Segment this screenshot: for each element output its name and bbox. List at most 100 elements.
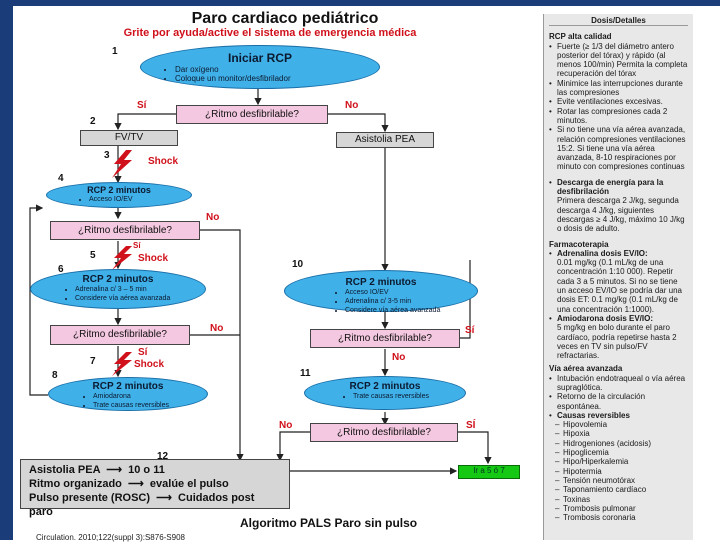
step-1-ellipse: Iniciar RCP Dar oxígeno Coloque un monit… bbox=[140, 45, 380, 89]
top-accent-bar bbox=[13, 0, 720, 6]
step-10-ellipse: RCP 2 minutos Acceso IO/EV Adrenalina c/… bbox=[284, 270, 478, 315]
q1-yes-label: Sí bbox=[137, 100, 147, 111]
cause-item: Hipotermia bbox=[555, 467, 688, 477]
step-number-11: 11 bbox=[300, 368, 311, 379]
asystole-pea-box: Asistolia PEA bbox=[336, 132, 434, 148]
airway-item: Intubación endotraqueal o vía aérea supr… bbox=[549, 374, 688, 393]
step-number-3: 3 bbox=[104, 150, 110, 161]
q3-yes-label: Sí bbox=[138, 347, 148, 358]
shock-label-3: Shock bbox=[134, 359, 165, 370]
cause-item: Trombosis pulmonar bbox=[555, 504, 688, 514]
rcp-item: Evite ventilaciones excesivas. bbox=[549, 97, 688, 107]
amiodarone-text: 5 mg/kg en bolo durante el paro cardíaco… bbox=[557, 323, 677, 361]
adrenaline-text: 0.01 mg/kg (0.1 mL/kg de una concentraci… bbox=[557, 258, 682, 314]
page-subtitle: Grite por ayuda/active el sistema de eme… bbox=[123, 27, 417, 39]
q10-decision-box: ¿Ritmo desfibrilable? bbox=[310, 329, 460, 348]
step-4-heading: RCP 2 minutos bbox=[87, 185, 151, 195]
step-number-6: 6 bbox=[58, 264, 64, 275]
citation: Circulation. 2010;122(suppl 3):S876-S908 bbox=[36, 533, 185, 542]
step-1-heading: Iniciar RCP bbox=[227, 51, 293, 65]
step-6-item: Adrenalina c/ 3 – 5 min bbox=[75, 285, 205, 294]
rcp-item: Rotar las compresiones cada 2 minutos. bbox=[549, 107, 688, 126]
q1-no-label: No bbox=[345, 100, 359, 111]
rcp-item: Fuerte (≥ 1/3 del diámetro antero poster… bbox=[549, 42, 688, 79]
panel-header: Dosis/Detalles bbox=[549, 16, 688, 27]
airway-section-title: Vía aérea avanzada bbox=[549, 364, 623, 374]
step-10-item: Considere vía aérea avanzada bbox=[345, 306, 477, 315]
q11-yes-label: SÍ bbox=[466, 420, 476, 431]
algorithm-footer-title: Algoritmo PALS Paro sin pulso bbox=[240, 516, 418, 530]
step-1-item: Coloque un monitor/desfibrilador bbox=[175, 74, 379, 83]
outcome-3-target: Cuidados post paro bbox=[29, 492, 255, 518]
step-8-item: Amiodarona bbox=[93, 392, 207, 401]
rcp-item: Minimice las interrupciones durante las … bbox=[549, 79, 688, 98]
step-number-12: 12 bbox=[157, 451, 169, 462]
vf-vt-box: FV/TV bbox=[80, 130, 178, 146]
step-6-heading: RCP 2 minutos bbox=[82, 274, 154, 285]
outcome-2-text: Ritmo organizado bbox=[29, 478, 122, 490]
step-4-item: Acceso IO/EV bbox=[89, 195, 191, 204]
cause-item: Hipovolemia bbox=[555, 420, 688, 430]
arrow-right-icon: ⟶ bbox=[124, 478, 147, 490]
shock-label-2: Shock bbox=[138, 253, 169, 264]
step-8-ellipse: RCP 2 minutos Amiodarona Trate causas re… bbox=[48, 377, 208, 411]
outcome-1-text: Asistolia PEA bbox=[29, 464, 101, 476]
outcome-row-2: Ritmo organizado ⟶ evalúe el pulso bbox=[29, 477, 281, 491]
step-4-ellipse: RCP 2 minutos Acceso IO/EV bbox=[46, 182, 192, 208]
q3-decision-box: ¿Ritmo desfibrilable? bbox=[50, 325, 190, 345]
cause-item: Hidrogeniones (acidosis) bbox=[555, 439, 688, 449]
step-1-item: Dar oxígeno bbox=[175, 65, 379, 74]
step-number-10: 10 bbox=[292, 259, 304, 270]
q2-decision-box: ¿Ritmo desfibrilable? bbox=[50, 221, 200, 240]
step-6-ellipse: RCP 2 minutos Adrenalina c/ 3 – 5 min Co… bbox=[30, 269, 206, 309]
outcome-3-text: Pulso presente (ROSC) bbox=[29, 492, 151, 504]
causes-section-title: Causas reversibles bbox=[557, 410, 630, 420]
step-number-4: 4 bbox=[58, 173, 64, 184]
q11-no-label: No bbox=[279, 420, 293, 431]
rcp-item: Si no tiene una vía aérea avanzada, rela… bbox=[549, 125, 688, 171]
outcome-1-target: 10 o 11 bbox=[128, 464, 165, 476]
step-11-ellipse: RCP 2 minutos Trate causas reversibles bbox=[304, 376, 466, 410]
outcome-row-3: Pulso presente (ROSC) ⟶ Cuidados post pa… bbox=[29, 491, 281, 519]
step-10-item: Adrenalina c/ 3-5 min bbox=[345, 297, 477, 306]
goto-step-box: Ir a 5 ó 7 bbox=[458, 465, 520, 479]
step-number-5: 5 bbox=[90, 250, 96, 261]
cause-item: Hipoglicemia bbox=[555, 448, 688, 458]
adrenaline-title: Adrenalina dosis EV/IO: bbox=[557, 248, 648, 258]
flow-connectors bbox=[29, 87, 492, 475]
step-8-item: Trate causas reversibles bbox=[93, 401, 207, 410]
step-number-2: 2 bbox=[90, 116, 96, 127]
energy-text: Primera descarga 2 J/kg, segunda descarg… bbox=[557, 196, 685, 234]
outcome-row-1: Asistolia PEA ⟶ 10 o 11 bbox=[29, 463, 281, 477]
amiodarone-title: Amiodarona dosis EV/IO: bbox=[557, 313, 654, 323]
step-8-heading: RCP 2 minutos bbox=[92, 381, 164, 392]
left-accent-bar bbox=[0, 0, 13, 540]
step-6-item: Considere vía aérea avanzada bbox=[75, 294, 205, 303]
step-12-outcome-box: Asistolia PEA ⟶ 10 o 11 Ritmo organizado… bbox=[20, 459, 290, 518]
cause-item: Hipoxia bbox=[555, 429, 688, 439]
arrow-right-icon: ⟶ bbox=[153, 492, 175, 504]
step-11-heading: RCP 2 minutos bbox=[349, 381, 421, 392]
cause-item: Trombosis coronaria bbox=[555, 513, 688, 523]
rcp-section-title: RCP alta calidad bbox=[549, 32, 612, 42]
outcome-2-target: evalúe el pulso bbox=[149, 478, 229, 490]
q11-decision-box: ¿Ritmo desfibrilable? bbox=[310, 423, 458, 442]
q10-yes-label: Sí bbox=[465, 325, 475, 336]
lightning-bolts bbox=[112, 150, 132, 376]
step-11-item: Trate causas reversibles bbox=[353, 392, 465, 401]
step-number-8: 8 bbox=[52, 370, 58, 381]
arrow-right-icon: ⟶ bbox=[103, 464, 126, 476]
step-number-7: 7 bbox=[90, 356, 96, 367]
q1-decision-box: ¿Ritmo desfibrilable? bbox=[176, 105, 328, 124]
q3-no-label: No bbox=[210, 323, 224, 334]
airway-item: Retorno de la circulación espontánea. bbox=[549, 392, 688, 411]
shock-label-1: Shock bbox=[148, 156, 179, 167]
dose-details-panel: Dosis/Detalles RCP alta calidad Fuerte (… bbox=[543, 14, 693, 540]
energy-section-title: Descarga de energía para la desfibrilaci… bbox=[557, 177, 664, 197]
step-number-1: 1 bbox=[112, 46, 118, 57]
pharm-section-title: Farmacoterapia bbox=[549, 239, 609, 249]
cause-item: Toxinas bbox=[555, 495, 688, 505]
step-10-heading: RCP 2 minutos bbox=[345, 277, 417, 288]
cause-item: Hipo/Hiperkalemia bbox=[555, 457, 688, 467]
q2-no-label: No bbox=[206, 212, 220, 223]
